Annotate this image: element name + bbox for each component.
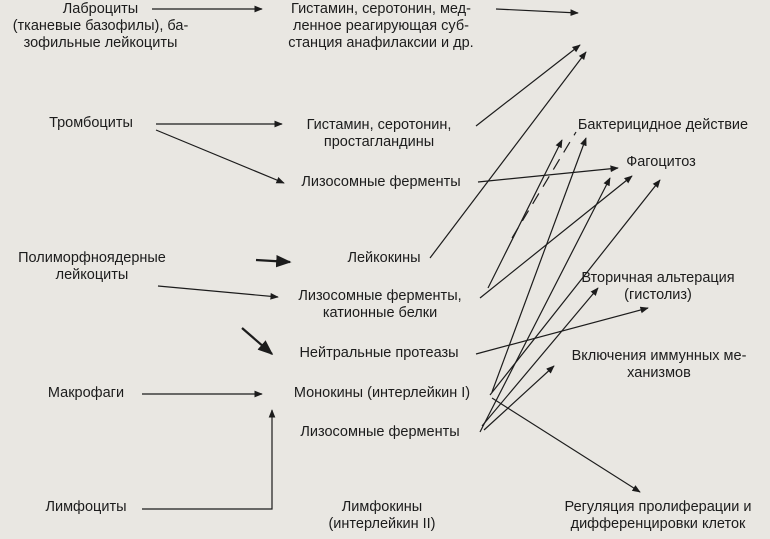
source-macrophages-label: Макрофаги xyxy=(47,385,125,401)
mediator-monokines: Монокины (интерлейкин I) xyxy=(272,385,492,402)
mediator-lysosomal-1-label: Лизосомные ферменты xyxy=(301,174,461,190)
mediator-histamine-pg-line1: Гистамин, серотонин, xyxy=(306,117,452,133)
mediator-histamine-srs-line1: Гистамин, серотонин, мед- xyxy=(291,1,471,17)
arrow-pmn-to-leukokines xyxy=(255,255,292,268)
arrow-monokines-to-regulation xyxy=(491,397,641,493)
source-pmn-line2: лейкоциты xyxy=(55,267,129,283)
source-lymphocytes-label: Лимфоциты xyxy=(45,499,127,515)
mediator-neutral-proteases: Нейтральные протеазы xyxy=(284,345,474,362)
arrow-dashed-to-bactericidal xyxy=(511,131,577,239)
arrow-monokines-to-phagocytosis xyxy=(489,179,661,396)
effect-phagocytosis: Фагоцитоз xyxy=(608,154,714,171)
mediator-histamine-srs: Гистамин, серотонин, мед- ленное реагиру… xyxy=(266,1,496,52)
mediator-lysosomal-cationic-line2: катионные белки xyxy=(322,305,438,321)
source-labrocytes: Лаброциты (тканевые базофилы), ба- зофил… xyxy=(8,1,193,52)
effect-phagocytosis-label: Фагоцитоз xyxy=(626,154,696,170)
effect-immune-line2: ханизмов xyxy=(627,365,691,381)
arrow-histamine1-to-top xyxy=(495,8,579,16)
effect-alteration-line2: (гистолиз) xyxy=(624,287,692,303)
arrow-pmn-to-proteases xyxy=(241,327,274,356)
effect-regulation-line2: дифференцировки клеток xyxy=(570,516,746,532)
effect-immune-line1: Включения иммунных ме- xyxy=(571,348,747,364)
effect-secondary-alteration: Вторичная альтерация (гистолиз) xyxy=(566,270,750,304)
source-labrocytes-line1: Лаброциты xyxy=(62,1,139,17)
arrow-histamine2-to-top xyxy=(475,44,581,127)
mediator-lysosomal-enzymes-1: Лизосомные ферменты xyxy=(286,174,476,191)
mediator-histamine-srs-line3: станция анафилаксии и др. xyxy=(288,35,474,51)
source-lymphocytes: Лимфоциты xyxy=(36,499,136,516)
arrow-lysosomal3-to-immune xyxy=(483,365,555,431)
source-pmn-line1: Полиморфноядерные xyxy=(18,250,166,266)
mediator-lysosomal-cationic-line1: Лизосомные ферменты, xyxy=(298,288,462,304)
source-macrophages: Макрофаги xyxy=(36,385,136,402)
source-thrombocytes-label: Тромбоциты xyxy=(49,115,133,131)
arrow-thrombocytes-to-lysosomal1 xyxy=(155,129,285,184)
arrow-lysosomal-cationic-to-phagocytosis xyxy=(479,175,633,299)
effect-regulation-line1: Регуляция пролиферации и xyxy=(564,499,752,515)
arrow-monokines-to-bactericidal xyxy=(491,137,587,393)
effect-immune-mechanisms: Включения иммунных ме- ханизмов xyxy=(552,348,766,382)
mediator-lysosomal-3-label: Лизосомные ферменты xyxy=(300,424,460,440)
mediator-lymphokines: Лимфокины (интерлейкин II) xyxy=(312,499,452,533)
mediator-leukokines: Лейкокины xyxy=(336,250,432,267)
arrow-lysosomal3-to-alteration xyxy=(481,287,599,427)
mediator-lymphokines-line1: Лимфокины xyxy=(341,499,423,515)
mediator-histamine-prostaglandins: Гистамин, серотонин, простагландины xyxy=(284,117,474,151)
mediator-histamine-srs-line2: ленное реагирующая суб- xyxy=(293,18,469,34)
source-labrocytes-line2: (тканевые базофилы), ба- xyxy=(12,18,189,34)
source-pmn-leukocytes: Полиморфноядерные лейкоциты xyxy=(2,250,182,284)
mediator-lysosomal-enzymes-3: Лизосомные ферменты xyxy=(282,424,478,441)
effect-regulation: Регуляция пролиферации и дифференцировки… xyxy=(548,499,768,533)
source-labrocytes-line3: зофильные лейкоциты xyxy=(23,35,178,51)
effect-alteration-line1: Вторичная альтерация xyxy=(581,270,735,286)
source-thrombocytes: Тромбоциты xyxy=(36,115,146,132)
mediator-lymphokines-line2: (интерлейкин II) xyxy=(328,516,436,532)
arrow-lymphocytes-to-monokines xyxy=(142,409,276,510)
mediator-proteases-label: Нейтральные протеазы xyxy=(299,345,459,361)
mediator-monokines-label: Монокины (интерлейкин I) xyxy=(293,385,471,401)
mediator-histamine-pg-line2: простагландины xyxy=(323,134,435,150)
arrow-lysosomal-cationic-to-bactericidal xyxy=(487,139,563,289)
mediator-lysosomal-cationic: Лизосомные ферменты, катионные белки xyxy=(280,288,480,322)
arrow-leukokines-to-top xyxy=(429,51,587,259)
mediator-leukokines-label: Лейкокины xyxy=(347,250,421,266)
effect-bactericidal: Бактерицидное действие xyxy=(560,117,766,134)
effect-bactericidal-label: Бактерицидное действие xyxy=(577,117,749,133)
arrow-lysosomal3-to-phagocytosis xyxy=(479,177,611,433)
arrow-lysosomal1-to-phagocytosis xyxy=(477,165,619,183)
arrow-pmn-to-lysosomal-cationic xyxy=(157,285,279,300)
